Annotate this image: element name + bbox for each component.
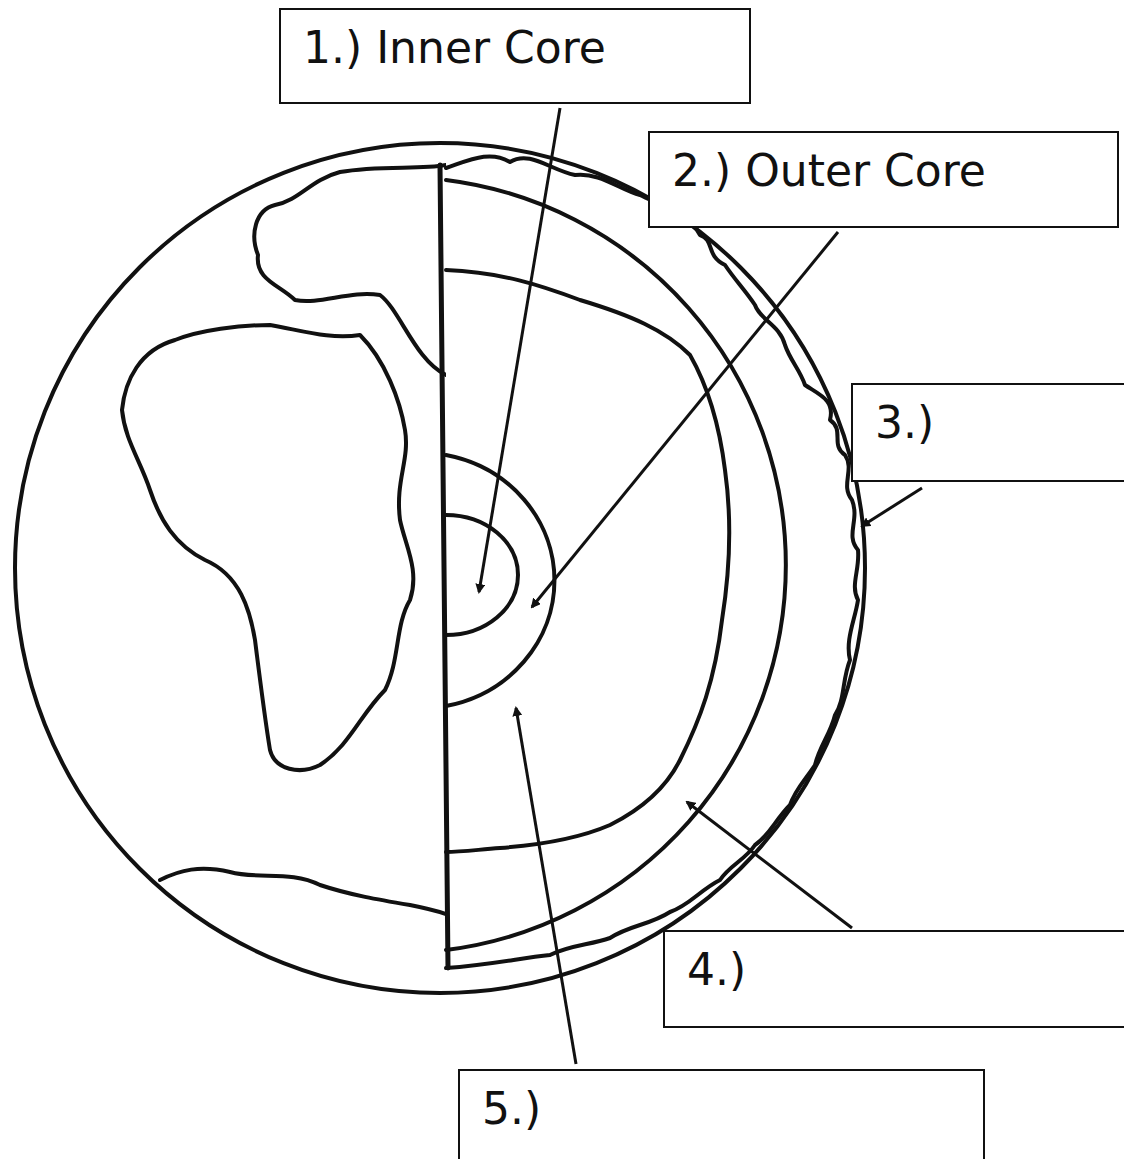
label-box: 1.) Inner Core xyxy=(279,8,751,104)
leader-arrow xyxy=(516,708,576,1064)
outer-core-outline xyxy=(446,455,554,706)
callout-label: 5.) xyxy=(482,1085,541,1133)
section-line xyxy=(440,165,448,968)
label-box: 3.) xyxy=(851,383,1124,482)
mantle-boundary xyxy=(446,270,729,852)
label-box: 2.) Outer Core xyxy=(648,131,1119,228)
label-box: 5.) xyxy=(458,1069,985,1159)
continent xyxy=(122,325,413,770)
crust-surface xyxy=(446,156,858,968)
continent xyxy=(160,869,446,914)
crust-boundary xyxy=(446,180,786,950)
callout-label: 3.) xyxy=(875,399,934,447)
leader-arrow xyxy=(532,232,838,607)
continent xyxy=(254,165,446,375)
callout-label: 4.) xyxy=(687,946,746,994)
label-box: 4.) xyxy=(663,930,1124,1028)
callout-label: 1.) Inner Core xyxy=(303,24,606,72)
globe-outline xyxy=(15,143,865,993)
leader-arrow xyxy=(479,108,560,592)
leader-arrow xyxy=(687,802,852,928)
leader-arrow xyxy=(862,488,922,526)
callout-label: 2.) Outer Core xyxy=(672,147,986,195)
